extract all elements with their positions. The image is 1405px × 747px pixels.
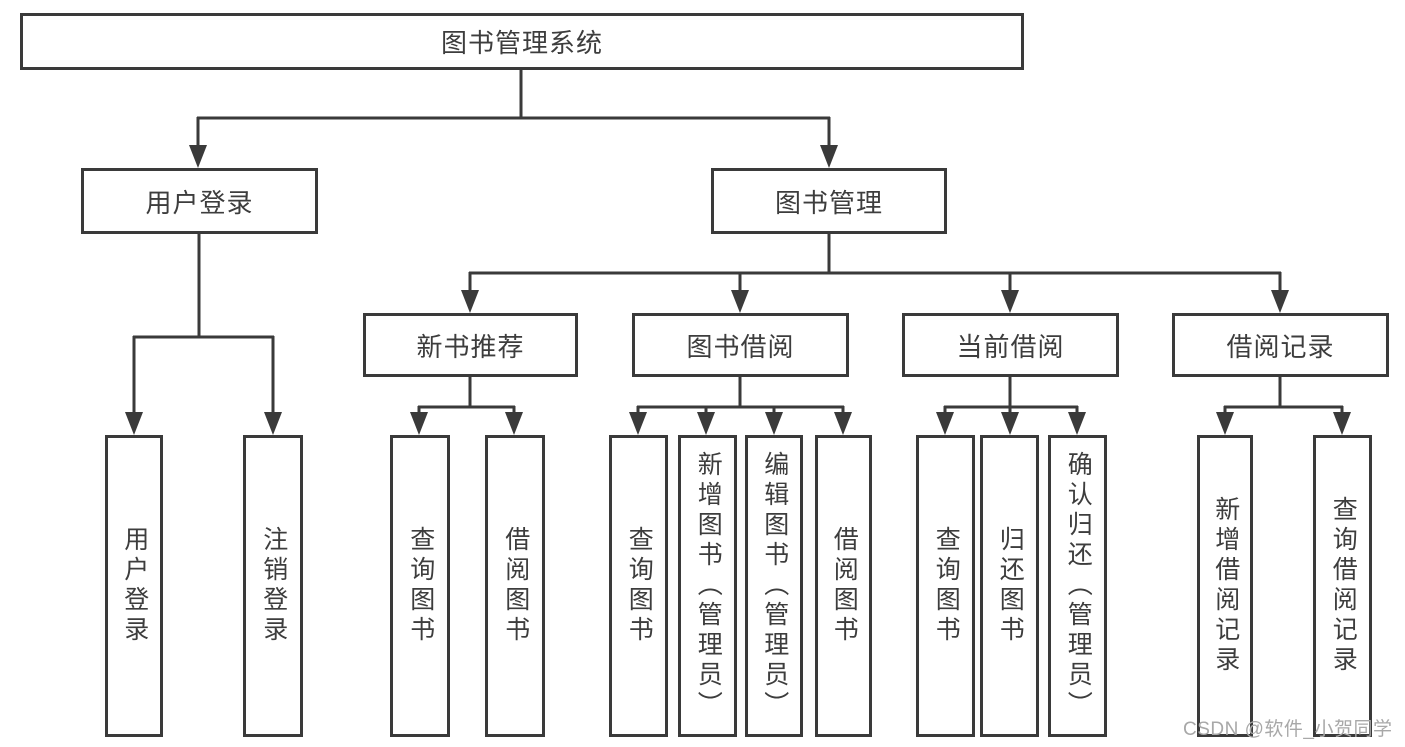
leaf-borrow-query-books-label: 查询图书 [625, 526, 654, 646]
leaf-borrow-add-books-admin: 新增图书（管理员） [678, 435, 737, 737]
leaf-user-login: 用户登录 [105, 435, 163, 737]
node-user-login-label: 用户登录 [145, 187, 254, 218]
connector-root-to-level2 [196, 69, 831, 147]
arrowheads [125, 145, 1351, 435]
connector-book-borrow-to-leaves [636, 377, 845, 414]
node-user-login: 用户登录 [81, 168, 318, 234]
leaf-current-return-books: 归还图书 [980, 435, 1039, 737]
leaf-borrow-edit-books-admin-label: 编辑图书（管理员） [760, 451, 789, 721]
leaf-current-query-books-label: 查询图书 [932, 526, 961, 646]
node-book-management-label: 图书管理 [774, 187, 883, 218]
node-new-book-recommend: 新书推荐 [363, 313, 578, 377]
connector-user-login-to-leaves [132, 233, 275, 414]
leaf-borrow-add-books-admin-label: 新增图书（管理员） [694, 451, 723, 721]
leaf-records-add-record-label: 新增借阅记录 [1211, 496, 1240, 676]
connector-current-borrow-to-leaves [943, 377, 1079, 414]
leaf-user-login-label: 用户登录 [120, 526, 149, 646]
leaf-records-query-record: 查询借阅记录 [1313, 435, 1372, 737]
leaf-recommend-borrow-books-label: 借阅图书 [501, 526, 530, 646]
leaf-current-confirm-return-admin-label: 确认归还（管理员） [1064, 451, 1093, 721]
node-borrow-records-label: 借阅记录 [1226, 331, 1335, 362]
leaf-current-return-books-label: 归还图书 [996, 526, 1025, 646]
leaf-current-query-books: 查询图书 [916, 435, 975, 737]
leaf-records-add-record: 新增借阅记录 [1197, 435, 1253, 737]
node-current-borrow-label: 当前借阅 [956, 331, 1065, 362]
node-new-book-recommend-label: 新书推荐 [416, 331, 525, 362]
node-book-management: 图书管理 [711, 168, 947, 234]
leaf-recommend-query-books: 查询图书 [390, 435, 450, 737]
node-root-system-label: 图书管理系统 [440, 28, 603, 58]
leaf-recommend-query-books-label: 查询图书 [406, 526, 435, 646]
node-book-borrow: 图书借阅 [632, 313, 849, 377]
connector-book-management-to-level3 [468, 233, 1282, 292]
leaf-borrow-borrow-books: 借阅图书 [815, 435, 872, 737]
node-root-system: 图书管理系统 [20, 13, 1024, 70]
leaf-logout-label: 注销登录 [259, 526, 288, 646]
connector-borrow-records-to-leaves [1223, 377, 1344, 414]
node-book-borrow-label: 图书借阅 [686, 331, 795, 362]
csdn-watermark: CSDN @软件_小贺同学 [1183, 719, 1393, 740]
leaf-recommend-borrow-books: 借阅图书 [485, 435, 545, 737]
connector-new-book-recommend-to-leaves [417, 377, 516, 414]
leaf-borrow-borrow-books-label: 借阅图书 [830, 526, 859, 646]
node-borrow-records: 借阅记录 [1172, 313, 1389, 377]
leaf-borrow-query-books: 查询图书 [609, 435, 668, 737]
leaf-records-query-record-label: 查询借阅记录 [1329, 496, 1358, 676]
leaf-logout: 注销登录 [243, 435, 303, 737]
leaf-borrow-edit-books-admin: 编辑图书（管理员） [745, 435, 803, 737]
node-current-borrow: 当前借阅 [902, 313, 1119, 377]
leaf-current-confirm-return-admin: 确认归还（管理员） [1048, 435, 1107, 737]
